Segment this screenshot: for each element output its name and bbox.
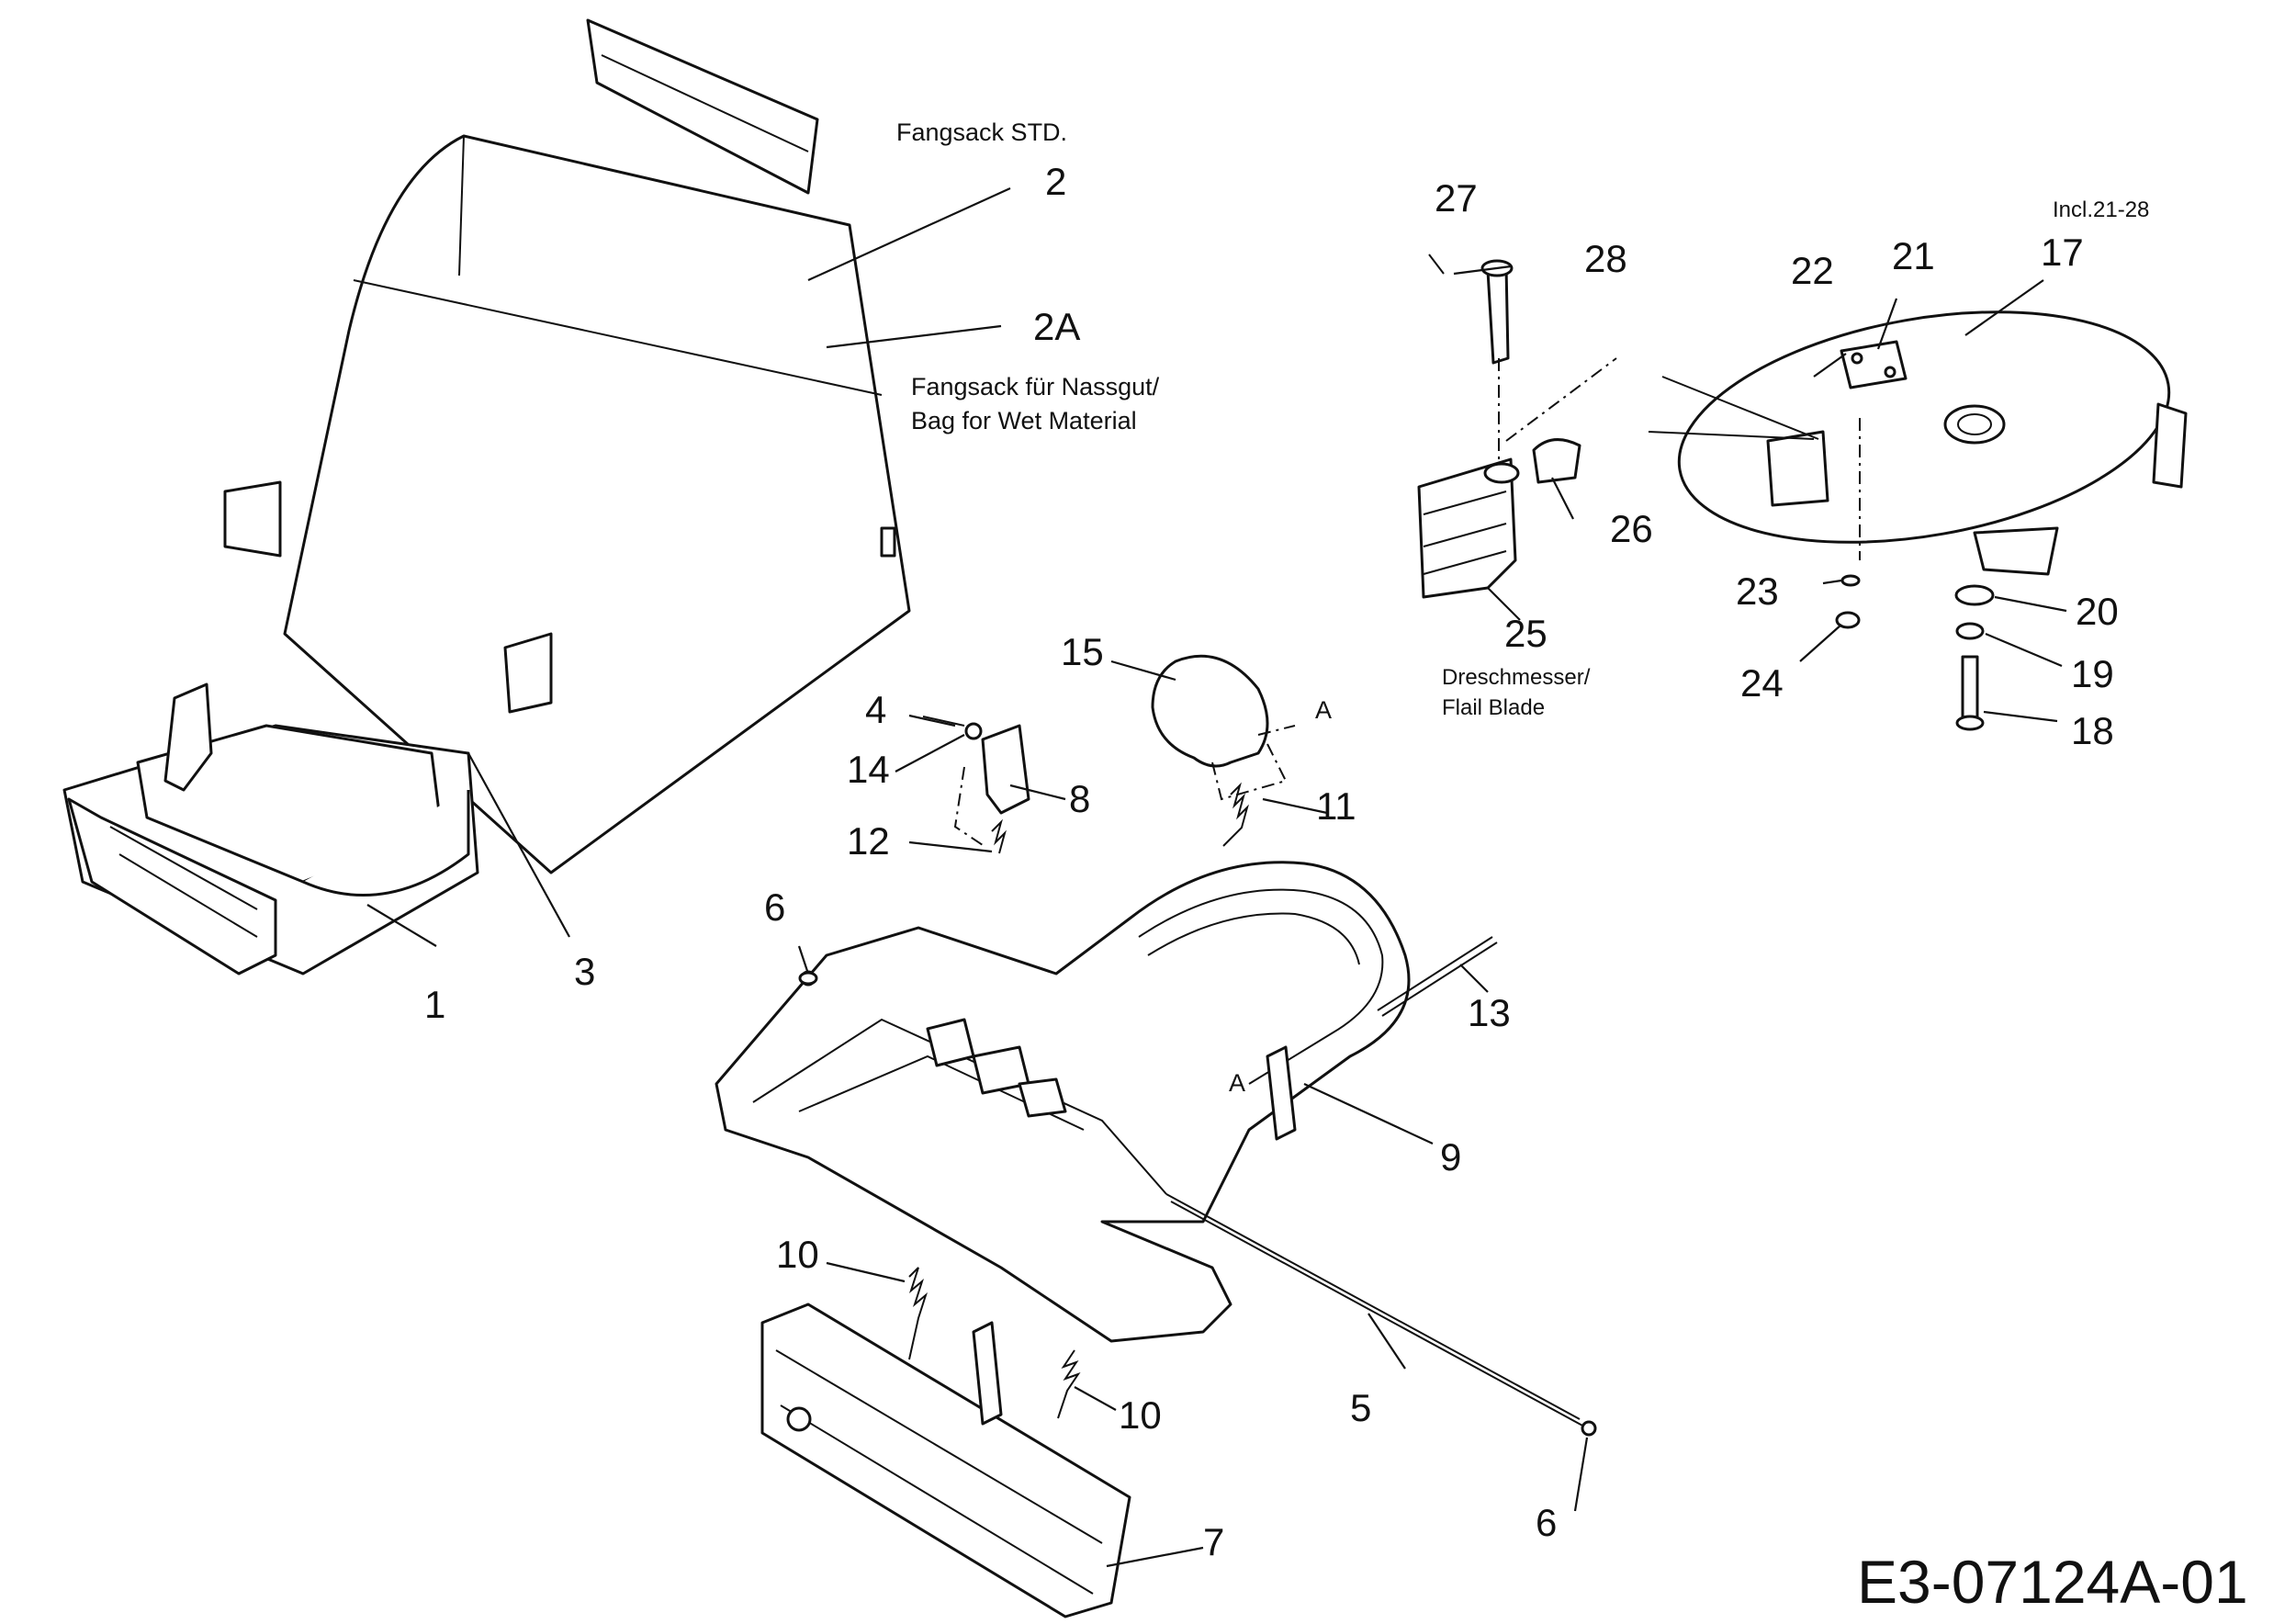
rear-flap-drawing	[760, 1303, 1131, 1618]
note-bag-std: Fangsack STD.	[896, 118, 1067, 146]
label-part-28: 28	[1584, 237, 1627, 280]
label-part-19: 19	[2071, 652, 2114, 695]
housing-drawing	[715, 861, 1411, 1343]
part-numbers: 2 2A 1 3 4 14 8 12 15 11 6 13 9 10 10 5 …	[424, 160, 2119, 1563]
label-part-6-top: 6	[764, 885, 785, 929]
label-part-24: 24	[1740, 661, 1784, 705]
label-part-4: 4	[865, 688, 886, 731]
fasteners-drawing	[798, 574, 1995, 986]
label-part-5: 5	[1350, 1386, 1371, 1429]
label-part-7: 7	[1203, 1520, 1224, 1563]
label-part-10-left: 10	[776, 1233, 819, 1276]
label-part-22: 22	[1791, 249, 1834, 292]
leader-lines	[366, 186, 2067, 1568]
label-part-23: 23	[1736, 570, 1779, 613]
label-part-21: 21	[1892, 234, 1935, 277]
label-part-25: 25	[1504, 612, 1548, 655]
label-part-11: 11	[1316, 784, 1356, 828]
label-part-2: 2	[1045, 160, 1066, 203]
label-part-18: 18	[2071, 709, 2114, 752]
label-part-20: 20	[2076, 590, 2119, 633]
drawing-code: E3-07124A-01	[1857, 1548, 2248, 1616]
label-part-8: 8	[1069, 777, 1090, 820]
ref-mark-a-housing: A	[1229, 1069, 1245, 1097]
note-flail-line2: Flail Blade	[1442, 695, 1545, 720]
label-part-27: 27	[1435, 176, 1478, 220]
bag-frame-drawing	[62, 682, 479, 976]
note-bag-wet-line2: Bag for Wet Material	[911, 407, 1137, 434]
impeller-disc-drawing	[1648, 310, 2188, 576]
label-part-3: 3	[574, 950, 595, 993]
label-part-9: 9	[1440, 1135, 1461, 1179]
label-part-26: 26	[1610, 507, 1653, 550]
label-part-12: 12	[847, 819, 890, 863]
label-part-6-bottom: 6	[1536, 1501, 1557, 1544]
note-incl: Incl.21-28	[2053, 197, 2149, 222]
label-part-13: 13	[1468, 991, 1511, 1034]
latch-drawing	[922, 716, 1030, 846]
grass-bag-drawing	[223, 18, 911, 874]
label-part-15: 15	[1061, 630, 1104, 673]
flap-cover-drawing	[1151, 654, 1296, 801]
flail-blade-drawing	[1417, 254, 1617, 599]
label-part-10-right: 10	[1119, 1393, 1162, 1437]
label-part-1: 1	[424, 983, 445, 1026]
note-flail-line1: Dreschmesser/	[1442, 665, 1591, 690]
label-part-17: 17	[2041, 231, 2084, 274]
label-part-2a: 2A	[1033, 305, 1080, 348]
label-part-14: 14	[847, 748, 890, 791]
note-bag-wet-line1: Fangsack für Nassgut/	[911, 373, 1160, 400]
notes: Fangsack STD. Fangsack für Nassgut/ Bag …	[896, 118, 2149, 1097]
ref-mark-a-cover: A	[1315, 696, 1332, 724]
springs-drawing	[908, 782, 1249, 1419]
